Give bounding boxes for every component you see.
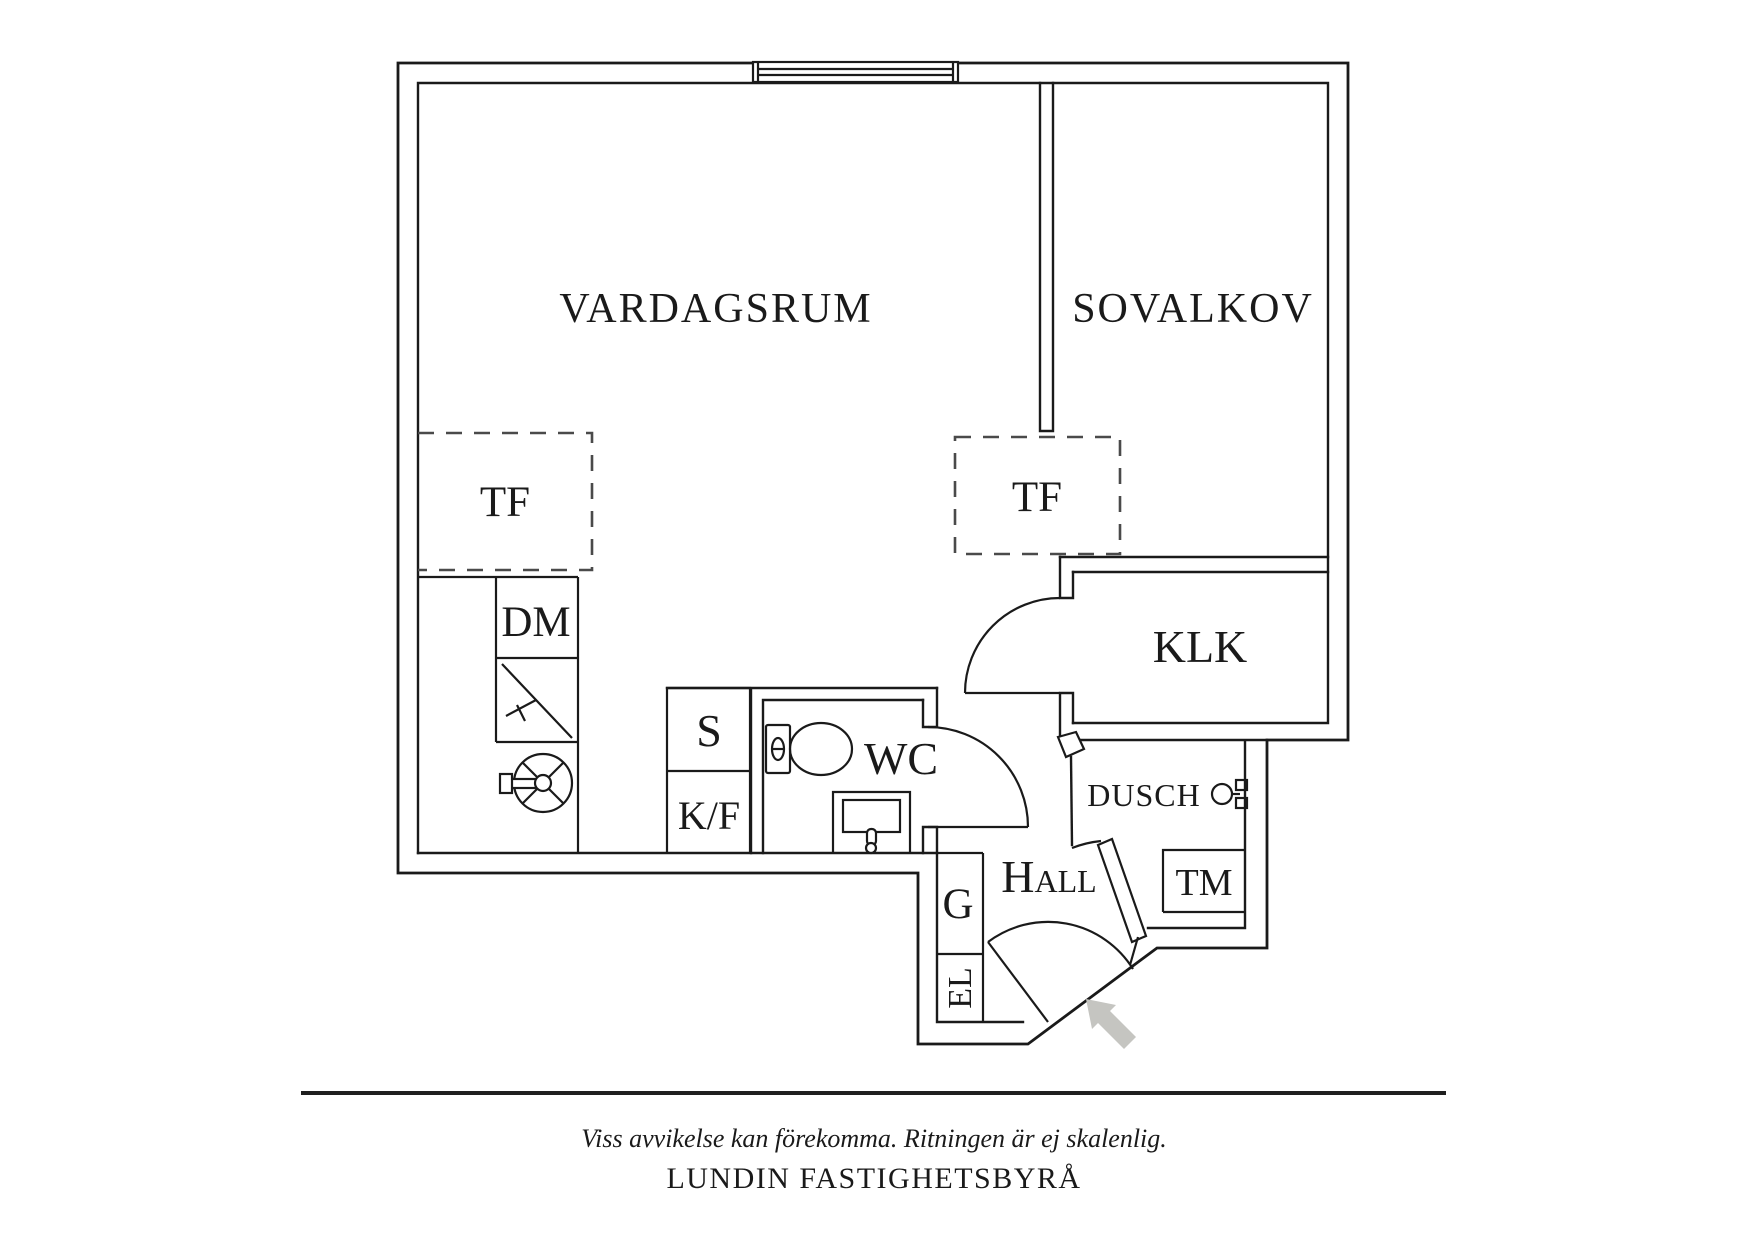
kitchen-sink-icon: [501, 663, 573, 739]
label-wc: WC: [864, 733, 938, 784]
wc-door: [927, 725, 1030, 829]
klk-door: [963, 596, 1061, 695]
label-sovalkov: SOVALKOV: [1072, 286, 1314, 332]
label-hall: Hall: [1001, 851, 1096, 902]
label-dusch: DUSCH: [1087, 777, 1200, 813]
washing-machine-box: [1161, 848, 1245, 914]
label-kf: K/F: [678, 793, 740, 838]
dusch-door-post: [1056, 730, 1086, 759]
footer-brand: LUNDIN FASTIGHETSBYRÅ: [666, 1162, 1081, 1195]
label-tf-right: TF: [1012, 474, 1062, 521]
kitchen-counter: [418, 575, 580, 853]
window: [751, 60, 960, 84]
label-g: G: [942, 881, 973, 928]
label-tf-left: TF: [480, 479, 530, 526]
stove-fan-icon: [498, 752, 574, 814]
klk-walls: [1056, 555, 1330, 847]
label-klk: KLK: [1153, 621, 1248, 672]
label-el: EL: [942, 967, 979, 1009]
dusch-door: [1071, 837, 1148, 944]
entrance-arrow-icon: [1086, 999, 1136, 1049]
partition-wall: [1038, 81, 1055, 433]
tf-zone-right: [953, 435, 1122, 556]
wc-sink-icon: [831, 790, 912, 855]
hall-closets: [937, 851, 985, 1022]
outer-walls: [396, 61, 1350, 1046]
label-s: S: [696, 705, 722, 756]
label-vardagsrum: VARDAGSRUM: [559, 286, 872, 332]
label-dm: DM: [501, 599, 570, 646]
tf-zone-left: [418, 431, 594, 572]
entrance-door: [987, 920, 1140, 1023]
label-tm: TM: [1176, 862, 1233, 904]
shower-icon: [1210, 778, 1249, 810]
footer-disclaimer: Viss avvikelse kan förekomma. Ritningen …: [581, 1124, 1167, 1153]
toilet-icon: [764, 721, 854, 777]
